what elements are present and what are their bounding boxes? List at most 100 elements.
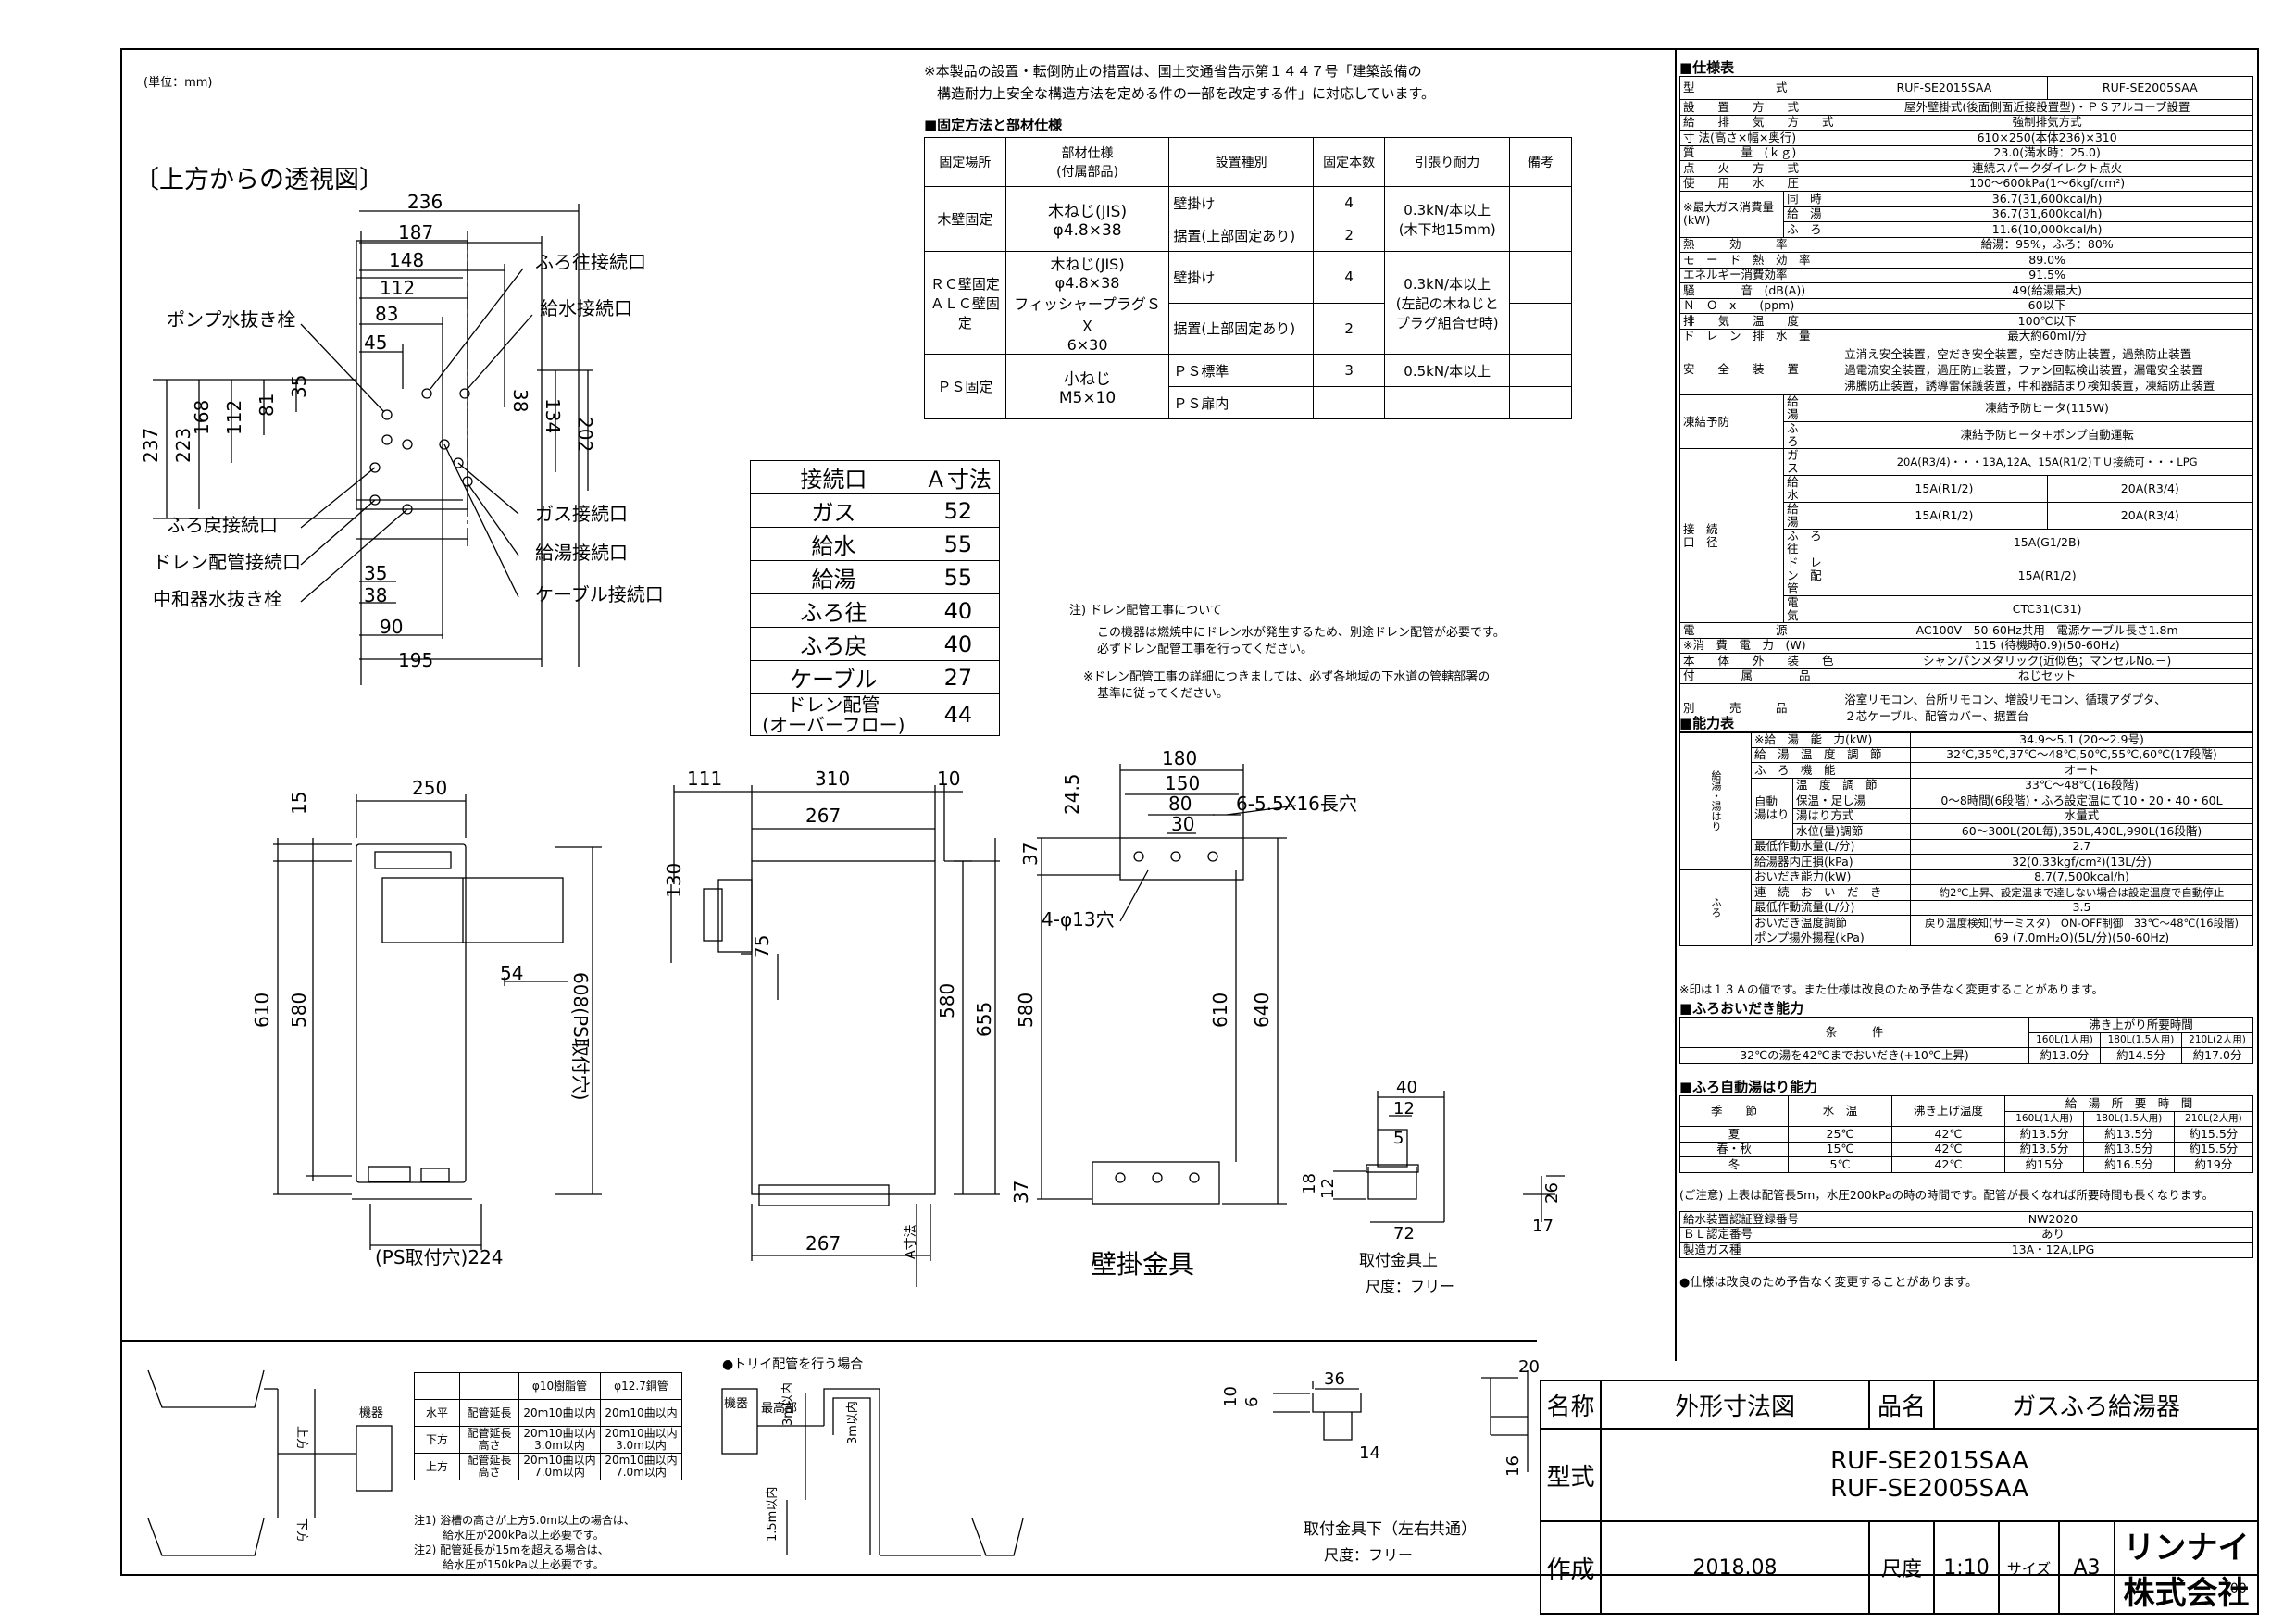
- fix-count: 2: [1313, 219, 1386, 252]
- spec-conn-label: 接 続 口 径: [1678, 448, 1785, 623]
- bracket-top: [1119, 837, 1244, 881]
- drain-note-3: 必ずドレン配管工事を行ってください。: [1097, 643, 1313, 656]
- autofill-title: ■ふろ自動湯はり能力: [1679, 1079, 1818, 1095]
- spec-conn-val: 20A(R3/4)・・・13A,12A、15A(R1/2)ＴＵ接続可・・・LPG: [1841, 448, 2253, 476]
- dim-side-310: 310: [815, 768, 850, 790]
- perf-val: 水量式: [1910, 807, 2253, 824]
- perf-key: ポンプ揚外揚程(kPa): [1751, 930, 1911, 946]
- pipe-h: φ10樹脂管: [518, 1372, 601, 1400]
- reheat-title: ■ふろおいだき能力: [1679, 1000, 1804, 1017]
- perf-key: 最低作動流量(L/分): [1751, 899, 1911, 916]
- perf-val: 34.9～5.1 (20～2.9号): [1910, 731, 2253, 748]
- dim-br-180: 180: [1162, 747, 1197, 769]
- af-head: 給 湯 所 要 時 間: [2004, 1095, 2253, 1112]
- spec-key: 寸 法(高さ×幅×奥行): [1678, 130, 1842, 146]
- cert-val: 13A・12A,LPG: [1853, 1242, 2253, 1258]
- spec-key: 質 量 (ｋｇ): [1678, 144, 1842, 161]
- dim-up-40: 40: [1396, 1078, 1417, 1097]
- front-view-flue: [381, 877, 564, 943]
- spec-val: 連続スパークダイレクト点火: [1841, 160, 2253, 177]
- spec-safety-line: 立消え安全装置，空だき安全装置，空だき防止装置，過熱防止装置: [1844, 346, 2192, 361]
- pipe-cell: 20m10曲以内 7.0m以内: [518, 1453, 601, 1480]
- fix-member: 小ねじ M5×10: [1004, 354, 1170, 419]
- bracket-bottom: [1092, 1161, 1220, 1205]
- fix-force: [1384, 386, 1511, 419]
- label-water-supply: 給水接続口: [540, 297, 632, 319]
- conn-dim: 55: [916, 527, 1001, 561]
- trap-3m-b: 3m以内: [845, 1401, 860, 1444]
- drawing-frame: [120, 48, 2259, 1576]
- pipe-cell: 水平: [414, 1399, 460, 1427]
- fixing-table: 固定場所 部材仕様 (付属部品) 設置種別 固定本数 引張り耐力 備考 木壁固定…: [924, 137, 1572, 419]
- fix-remark: [1509, 302, 1572, 355]
- perf-val: オート: [1910, 762, 2253, 779]
- af-sub: 180L(1.5人用): [2083, 1110, 2175, 1127]
- perf-val: 2.7: [1910, 838, 2253, 855]
- fix-header: 引張り耐力: [1384, 137, 1511, 187]
- fix-member: 木ねじ(JIS) φ4.8×38 フィッシャープラグＳＸ 6×30: [1004, 251, 1170, 355]
- bracket-label: 壁掛金具: [1091, 1249, 1194, 1280]
- conn-name: ふろ戻: [750, 627, 917, 661]
- pipe-cell: 20m10曲以内 3.0m以内: [600, 1426, 682, 1454]
- perf-val: 0～8時間(6段階)・ふろ設定温にて10・20・40・60L: [1910, 793, 2253, 809]
- fix-member: 木ねじ(JIS) φ4.8×38: [1004, 186, 1170, 252]
- dim-112: 112: [380, 277, 415, 299]
- drain-note-2: この機器は燃焼中にドレン水が発生するため、別途ドレン配管が必要です。: [1097, 626, 1505, 640]
- spec-key: 使 用 水 圧: [1678, 175, 1842, 192]
- fix-place: ＰＳ固定: [924, 354, 1006, 419]
- cert-val: あり: [1853, 1226, 2253, 1243]
- label-gas: ガス接続口: [535, 503, 628, 525]
- af-cell: 夏: [1679, 1126, 1789, 1143]
- cert-key: 製造ガス種: [1679, 1242, 1853, 1258]
- dim-35: 35: [288, 375, 310, 398]
- dim-front-580: 580: [288, 993, 310, 1028]
- spec-val: 強制排気方式: [1841, 114, 2253, 131]
- conn-dim: 40: [916, 627, 1001, 661]
- perf-key: おいだき能力(kW): [1751, 868, 1911, 885]
- label-pump-drain: ポンプ水抜き栓: [167, 308, 295, 331]
- pipe-cell: 配管延長 高さ: [459, 1426, 519, 1454]
- reheat-cell: 約14.5分: [2099, 1047, 2183, 1064]
- spec-key: ド レ ン 排 水 量: [1678, 328, 1842, 344]
- af-cell: 5℃: [1788, 1156, 1892, 1173]
- spec-key: モ ー ド 熱 効 率: [1678, 252, 1842, 269]
- dim-237: 237: [140, 428, 162, 463]
- spec-title: ■仕様表: [1679, 59, 1735, 76]
- spec-val: ねじセット: [1841, 668, 2253, 684]
- perf-key: おいだき温度調節: [1751, 915, 1911, 931]
- top-note-line2: 構造耐力上安全な構造方法を定める件の一部を改定する件」に対応しています。: [937, 85, 1436, 102]
- spec-gas-val: 11.6(10,000kcal/h): [1841, 221, 2253, 238]
- reheat-sub: 210L(2人用): [2181, 1031, 2253, 1048]
- dim-side-580: 580: [936, 983, 958, 1018]
- perf-val: 8.7(7,500kcal/h): [1910, 868, 2253, 885]
- af-cell: 約15分: [2003, 1156, 2085, 1173]
- spec-gas-key: ふ ろ: [1783, 221, 1842, 238]
- dim-202: 202: [574, 417, 596, 452]
- conn-name: ふろ往: [750, 593, 917, 628]
- af-cell: 約16.5分: [2083, 1156, 2175, 1173]
- dim-side-655: 655: [973, 1002, 995, 1037]
- tb-name-label: 名称: [1540, 1380, 1602, 1430]
- spec-val: 91.5%: [1841, 267, 2253, 283]
- af-cell: 約15.5分: [2173, 1126, 2254, 1143]
- perf-val: 3.5: [1910, 899, 2253, 916]
- spec-freeze-val: 凍結予防ヒータ(115W): [1841, 394, 2253, 422]
- dim-side-267: 267: [805, 805, 841, 827]
- pipe-cell: 配管延長: [459, 1399, 519, 1427]
- perf-key: 保温・足し湯: [1792, 793, 1911, 809]
- af-head: 季 節: [1679, 1095, 1789, 1127]
- dim-br-30: 30: [1171, 813, 1194, 835]
- conn-header: Ａ寸法: [916, 460, 1001, 494]
- unit-note: (単位：mm): [144, 76, 213, 90]
- perf-key: ふ ろ 機 能: [1751, 762, 1911, 779]
- spec-key: 電 源: [1678, 622, 1842, 639]
- af-cell: 42℃: [1891, 1126, 2005, 1143]
- lower-fitting-scale: 尺度：フリー: [1324, 1546, 1413, 1564]
- dim-236: 236: [407, 191, 443, 213]
- conn-dim: 44: [916, 693, 1001, 736]
- pipe-note-1: 注1) 浴槽の高さが上方5.0m以上の場合は、: [414, 1514, 635, 1527]
- fix-type: 据置(上部固定あり): [1168, 219, 1315, 252]
- trap-15m: 1.5m以内: [765, 1487, 780, 1542]
- dim-38: 38: [509, 389, 531, 412]
